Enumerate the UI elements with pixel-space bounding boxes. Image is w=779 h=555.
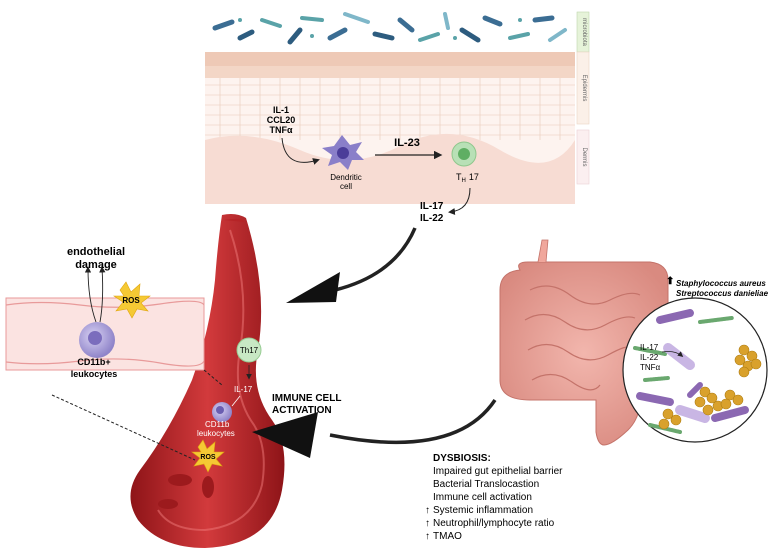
arrow-gut-to-vessel-head [252,412,318,458]
up-arrow-bacteria: ⬆ [666,276,674,287]
gut-esophagus [537,239,549,263]
dysbiosis-up-arrow-2: ↑ [425,518,430,529]
arrow-skin-to-vessel-shaft [334,227,417,292]
bacteria-staph: Staphylococcus aureus [676,279,766,288]
bacteria-strep: Streptococcus danieliae [676,289,769,298]
blood-vessel: Th17 IL-17 CD11b leukocytes ROS [130,214,285,548]
arrow-leuk-1 [84,266,97,323]
arrow-gut-to-vessel-shaft [329,399,497,445]
skin-il17: IL-17 [420,201,444,212]
zoom-wall-top [5,300,205,308]
arrow-vessel-il17 [231,395,241,407]
dysbiosis-item-2: Bacterial Translocastion [433,479,539,490]
dysbiosis-item-3: Immune cell activation [433,492,532,503]
il23-label: IL-23 [394,137,420,149]
zoom-wall-bottom [5,358,205,367]
endothelial-label-2: damage [75,259,117,271]
layer-label-microbiota: microbiota [581,18,587,46]
vessel-cd11b-label-1: CD11b [205,420,230,429]
rbc-2 [202,476,214,498]
dysbiosis-up-item-3: TMAO [433,531,462,542]
cytokine-ccl20: CCL20 [267,115,296,125]
zoom-callout-line-2 [51,394,196,461]
vessel-th17-cell-icon [236,337,262,363]
gut-folds [524,285,641,391]
arrow-gut-cytokines [661,351,684,358]
gut-il17: IL-17 [640,343,659,352]
vessel-body [130,214,285,548]
dysbiosis-list: DYSBIOSIS: Impaired gut epithelial barri… [425,453,563,542]
activation-label-2: ACTIVATION [272,405,332,416]
dysbiosis-up-arrow-3: ↑ [425,531,430,542]
vessel-cd11b-label-2: leukocytes [197,429,235,438]
vessel-ros-label: ROS [200,454,216,461]
microbiota-bacteria [212,12,567,45]
activation-label-1: IMMUNE CELL [272,393,341,404]
vessel-zoom-panel: ROS [5,266,205,371]
gut-colon [499,261,669,446]
microbiome-cocci [658,344,762,430]
vessel-ros-burst-icon [191,439,225,473]
dermis-layer [205,133,575,204]
zoom-callout-line-1 [203,369,223,386]
gut-tnfa: TNFα [640,363,661,372]
zoom-leukocyte-label-2: leukocytes [71,369,118,379]
dysbiosis-title: DYSBIOSIS: [433,453,491,464]
skin-il22: IL-22 [420,213,444,224]
cytokine-il1: IL-1 [273,105,289,115]
layer-label-dermis: Dermis [581,148,587,167]
stratum-corneum [205,52,575,66]
gut-microbiome-zoom: IL-17 IL-22 TNFα [622,297,768,443]
cytokine-tnfa: TNFα [269,125,292,135]
dendritic-cell-label-1: Dendritic [330,173,362,182]
endothelial-label-1: endothelial [67,246,125,258]
layer-label-epidermis: Epidermis [581,75,587,102]
arrow-leuk-2 [99,266,106,323]
vessel-leukocyte-icon [212,402,232,422]
zoom-ros-label: ROS [122,296,140,305]
arrow-to-dendritic [281,137,320,165]
rbc-3 [158,499,178,509]
dysbiosis-up-arrow-1: ↑ [425,505,430,516]
vessel-th17-label: Th17 [240,346,259,355]
vessel-top [224,218,244,222]
gut-il22: IL-22 [640,353,659,362]
vessel-highlight [157,229,265,532]
vessel-il17: IL-17 [234,385,253,394]
epidermis-cells [205,78,575,140]
epidermis-tab [576,51,590,125]
dysbiosis-item-1: Impaired gut epithelial barrier [433,466,563,477]
dendritic-cell-icon [322,135,364,170]
dysbiosis-up-item-2: Neutrophil/lymphocyte ratio [433,518,555,529]
arrow-th17-out [448,187,471,215]
zoom-ros-burst-icon [113,281,151,319]
gut-intestine-icon [499,239,669,446]
arrow-skin-to-vessel-head [286,272,340,303]
rbc-1 [168,474,192,486]
zoom-leukocyte-nucleus [88,331,102,345]
microbiome-circle [622,297,768,443]
dermis-tab [576,129,590,185]
epidermis-layer-2 [205,66,575,78]
dendritic-cell-label-2: cell [340,182,352,191]
th17-cell-icon [451,141,477,167]
dysbiosis-up-item-1: Systemic inflammation [433,505,533,516]
skin-section: microbiota Epidermis Dermis IL-1 CCL20 T… [205,11,590,215]
zoom-leukocyte-label-1: CD11b+ [77,357,110,367]
